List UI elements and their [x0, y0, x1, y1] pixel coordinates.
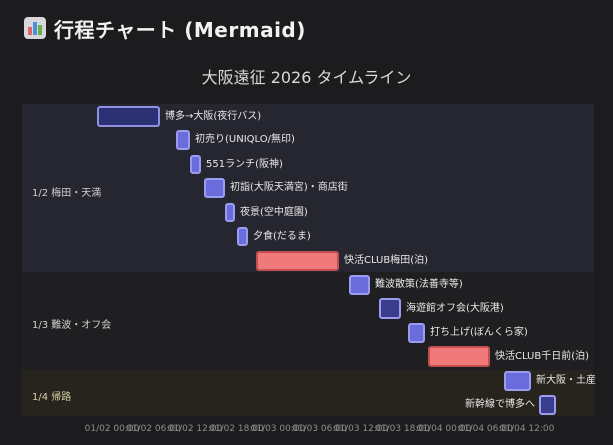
page-title: 行程チャート (Mermaid): [54, 17, 306, 42]
axis-tick-label: 01/03 00:00: [250, 424, 306, 434]
section-label: 1/4 帰路: [32, 392, 72, 403]
task-bar[interactable]: [539, 395, 556, 415]
task-bar[interactable]: [237, 227, 248, 246]
task-label: 快活CLUB梅田(泊): [344, 255, 429, 266]
task-bar[interactable]: [349, 275, 370, 295]
axis-tick-label: 01/03 06:00: [292, 424, 347, 434]
axis-tick-label: 01/04 00:00: [416, 424, 472, 434]
gantt-section-day1: 1/2 梅田・天満: [22, 104, 594, 272]
task-bar[interactable]: [225, 203, 235, 222]
gantt-section-day2: 1/3 難波・オフ会: [22, 272, 594, 370]
task-label: 新大阪・土産: [536, 375, 596, 386]
task-label: 初売り(UNIQLO/無印): [195, 134, 295, 145]
axis-tick-label: 01/02 06:00: [126, 424, 181, 434]
gantt-section-day3: 1/4 帰路: [22, 370, 594, 416]
page-header: 行程チャート (Mermaid): [24, 12, 306, 44]
task-bar[interactable]: [176, 130, 190, 150]
task-label: 打ち上げ(ぼんくら家): [430, 327, 528, 338]
axis-tick-label: 01/03 18:00: [375, 424, 430, 434]
task-bar[interactable]: [379, 298, 401, 319]
section-label: 1/3 難波・オフ会: [32, 320, 112, 331]
section-label: 1/2 梅田・天満: [32, 188, 102, 199]
task-label: 551ランチ(阪神): [206, 158, 283, 170]
task-label: 博多→大阪(夜行バス): [165, 110, 262, 122]
task-bar[interactable]: [256, 251, 339, 271]
task-bar[interactable]: [97, 106, 160, 127]
axis-tick-label: 01/02 00:00: [84, 424, 140, 434]
axis-tick-label: 01/02 12:00: [167, 424, 223, 434]
bar-chart-icon: [24, 17, 46, 39]
axis-tick-label: 01/04 06:00: [458, 424, 513, 434]
task-bar[interactable]: [190, 155, 201, 174]
task-bar[interactable]: [428, 346, 490, 367]
axis-tick-label: 01/03 12:00: [333, 424, 389, 434]
task-label: 夕食(だるま): [253, 230, 311, 242]
task-label: 新幹線で博多へ: [465, 399, 535, 410]
task-label: 難波散策(法善寺等): [375, 279, 463, 290]
gantt-title: 大阪遠征 2026 タイムライン: [201, 68, 412, 87]
axis-tick-label: 01/04 12:00: [499, 424, 555, 434]
task-bar[interactable]: [408, 323, 425, 343]
task-label: 海遊館オフ会(大阪港): [406, 302, 504, 314]
task-label: 夜景(空中庭園): [240, 206, 308, 218]
task-label: 快活CLUB千日前(泊): [495, 350, 590, 362]
task-label: 初詣(大阪天満宮)・商店街: [230, 182, 348, 193]
task-bar[interactable]: [204, 178, 225, 198]
task-bar[interactable]: [504, 371, 531, 391]
axis-tick-label: 01/02 18:00: [209, 424, 264, 434]
